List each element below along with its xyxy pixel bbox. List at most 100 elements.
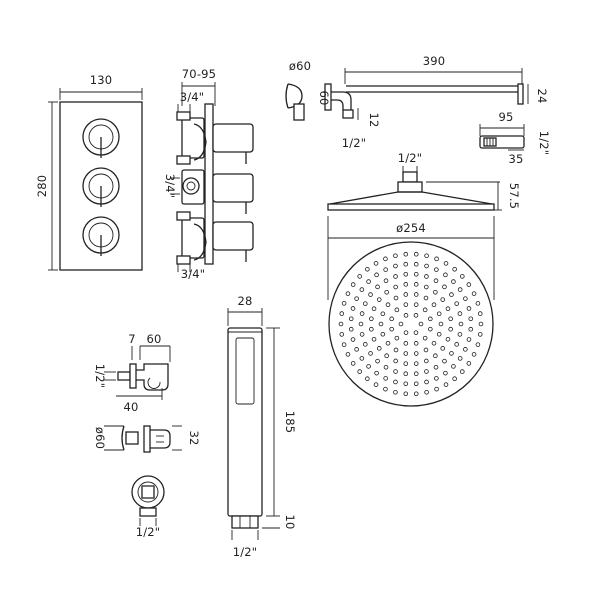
nozzle <box>389 326 394 332</box>
nozzle <box>433 364 439 370</box>
nozzle <box>475 342 481 347</box>
dim-valve-conn-mid: 3/4" <box>163 174 180 198</box>
label-bracket-width: 60 <box>146 332 161 346</box>
dim-arm-thread-len: 12 <box>357 108 381 128</box>
nozzle <box>422 307 428 313</box>
label-handset-width: 28 <box>237 294 252 308</box>
nozzle <box>443 261 449 266</box>
label-head-height: 57.5 <box>507 183 521 209</box>
nozzle <box>413 371 419 377</box>
nozzle <box>413 361 419 366</box>
nozzle <box>380 331 386 337</box>
nozzle <box>385 302 391 308</box>
nozzle <box>373 261 379 266</box>
label-head-diameter: ø254 <box>396 221 426 235</box>
nozzle <box>354 296 359 301</box>
label-bracket-offset: 7 <box>128 332 136 346</box>
nozzle <box>345 352 351 357</box>
nozzle <box>359 332 365 337</box>
nozzle <box>413 381 419 387</box>
nozzle <box>440 297 446 302</box>
nozzle <box>383 256 388 262</box>
nozzle <box>338 321 344 327</box>
valve-front-view: 130 280 <box>35 73 143 271</box>
nozzle <box>393 253 398 259</box>
nozzle <box>452 376 457 382</box>
nozzle <box>451 279 456 284</box>
nozzle <box>374 272 379 278</box>
dim-handset-width: 28 <box>227 294 263 326</box>
nozzle <box>440 346 446 351</box>
nozzle <box>422 335 428 341</box>
nozzle <box>413 341 419 346</box>
label-arm-thread-len: 12 <box>367 112 381 127</box>
label-valve-depth: 70-95 <box>182 67 216 81</box>
nozzle <box>403 261 409 267</box>
label-head-thread: 1/2" <box>398 151 423 165</box>
label-valve-conn-top: 3/4" <box>180 90 205 104</box>
nozzle <box>368 292 373 297</box>
nozzle <box>460 274 465 279</box>
nozzle <box>468 326 474 332</box>
nozzle <box>445 306 451 311</box>
nozzle <box>350 337 356 342</box>
label-bracket-depth: 40 <box>123 400 138 414</box>
nozzle <box>424 369 429 374</box>
shower-head: 1/2" 57.5 ø254 <box>327 151 521 407</box>
label-arm-length: 390 <box>423 54 446 68</box>
nozzle <box>393 379 398 385</box>
nozzle <box>424 358 429 364</box>
nozzle <box>376 297 382 302</box>
nozzle <box>466 282 472 287</box>
nozzle <box>458 321 464 327</box>
label-elbow-depth: 35 <box>508 152 523 166</box>
wall-outlet-front: ø60 32 <box>93 425 201 453</box>
nozzle <box>403 341 409 346</box>
nozzle <box>463 347 468 352</box>
nozzle <box>384 289 389 295</box>
nozzle <box>345 291 351 296</box>
dim-valve-conn-top: 3/4" <box>177 90 205 112</box>
nozzle <box>433 353 438 359</box>
nozzle <box>424 263 429 269</box>
label-bracket-thread: 1/2" <box>93 364 107 389</box>
dim-arm-drop: 24 <box>527 84 549 104</box>
nozzle <box>389 316 394 322</box>
nozzle <box>431 340 437 346</box>
nozzle <box>403 282 409 287</box>
dim-head-height: 57.5 <box>426 181 521 211</box>
nozzle <box>341 342 347 347</box>
label-arm-flange-depth: 60 <box>317 90 331 105</box>
nozzle <box>403 330 409 335</box>
nozzle <box>393 358 398 364</box>
wall-outlet-elbow: 1/2" <box>131 475 165 539</box>
nozzle <box>434 386 439 392</box>
nozzle <box>433 278 439 284</box>
nozzle <box>424 253 429 259</box>
dim-handset-length: 185 <box>266 327 297 517</box>
label-valve-width: 130 <box>90 73 113 87</box>
nozzle <box>359 311 365 316</box>
nozzle <box>449 351 454 356</box>
nozzle <box>438 321 444 327</box>
nozzle <box>375 358 380 364</box>
nozzle <box>371 337 377 342</box>
nozzle <box>431 302 437 308</box>
nozzle <box>393 369 398 374</box>
nozzle <box>394 335 400 341</box>
label-handset-length: 185 <box>283 411 297 434</box>
shower-arm: 390 60 24 12 1/2" <box>317 54 549 150</box>
nozzle <box>442 358 447 364</box>
dim-arm-length: 390 <box>344 54 523 84</box>
nozzle <box>457 332 463 337</box>
nozzle <box>348 326 354 332</box>
label-outlet-thread: 1/2" <box>136 525 161 539</box>
nozzle <box>448 316 453 322</box>
nozzle <box>403 302 409 307</box>
nozzle <box>393 274 398 279</box>
valve-handle-bottom <box>82 216 120 256</box>
nozzle <box>443 272 448 278</box>
dim-valve-depth: 70-95 <box>181 67 216 106</box>
nozzle <box>471 352 477 357</box>
nozzle <box>434 267 439 272</box>
